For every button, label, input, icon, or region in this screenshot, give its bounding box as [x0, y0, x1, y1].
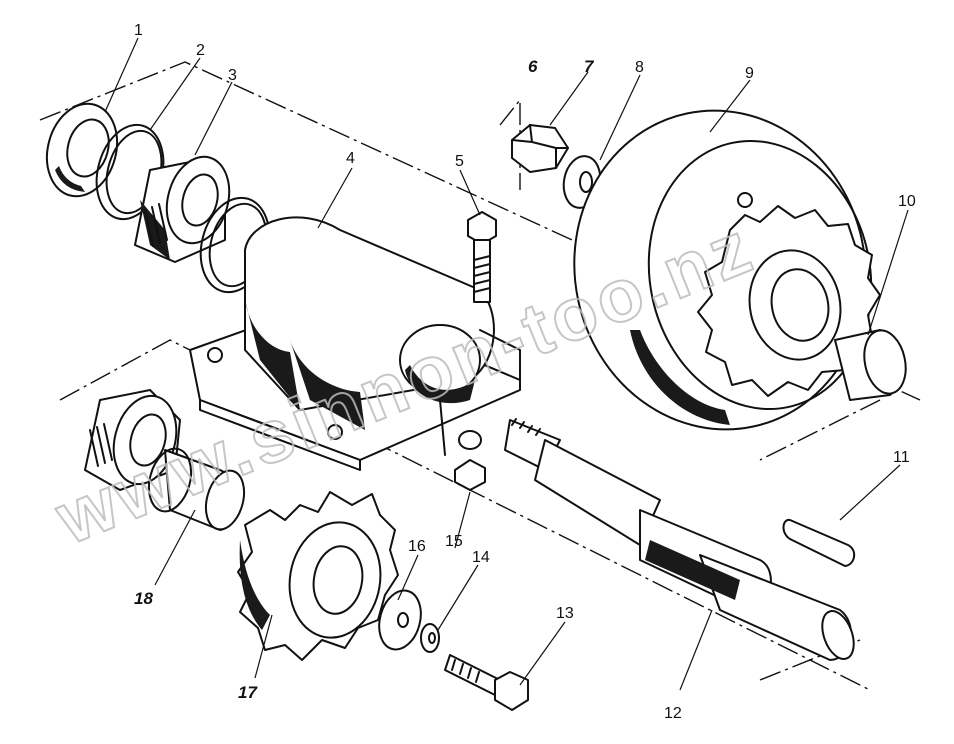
part-11-key	[782, 518, 856, 567]
callout-labels: 1 2 3 4 5 6 7 8 9 10 11 12 13 14 15 16 1…	[134, 22, 916, 722]
callout-11: 11	[893, 449, 910, 466]
callout-18: 18	[134, 589, 153, 608]
part-16-nut-washer	[454, 430, 486, 491]
part-15-washer	[378, 589, 422, 651]
callout-6: 6	[528, 57, 538, 76]
callout-leaders	[104, 37, 909, 691]
callout-9: 9	[745, 65, 754, 82]
callout-4: 4	[346, 150, 355, 167]
callout-1: 1	[134, 22, 143, 39]
part-4-bearing-housing	[189, 216, 521, 471]
part-7-nut	[511, 124, 569, 173]
part-14-washer	[420, 623, 440, 653]
callout-8: 8	[635, 59, 644, 76]
callout-17: 17	[238, 683, 258, 702]
callout-14: 14	[472, 549, 490, 566]
part-1-washer	[45, 102, 119, 198]
part-5-bolt	[467, 211, 497, 303]
part-12-shaft	[504, 418, 855, 661]
callout-7: 7	[584, 57, 595, 76]
callout-15: 15	[445, 533, 463, 550]
callout-5: 5	[455, 153, 464, 170]
callout-12: 12	[664, 705, 682, 722]
part-13-bolt	[444, 654, 529, 711]
callout-16: 16	[408, 538, 426, 555]
callout-13: 13	[556, 605, 574, 622]
callout-3: 3	[228, 67, 237, 84]
callout-2: 2	[196, 42, 205, 59]
part-17-sprocket	[237, 491, 399, 661]
part-18-bearing-spacer	[84, 389, 246, 531]
part-10-sprocket-bushing	[697, 205, 907, 401]
callout-10: 10	[898, 193, 916, 210]
